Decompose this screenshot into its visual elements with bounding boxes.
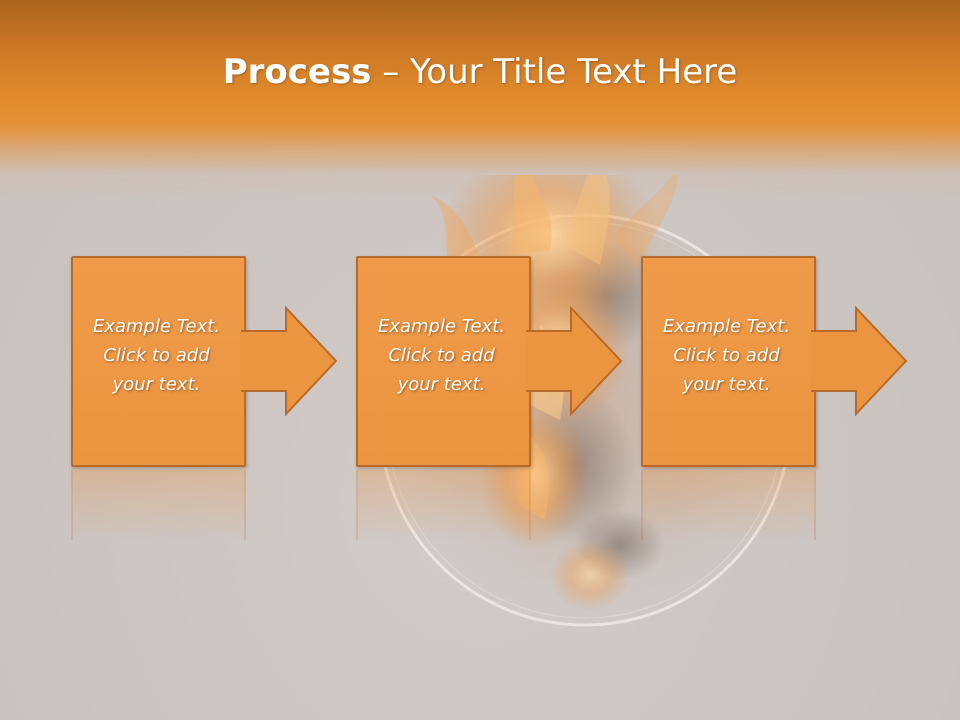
reflection-box — [71, 470, 246, 540]
right-arrow-icon — [240, 306, 338, 416]
step-text-line-2: Click to add — [388, 345, 495, 366]
process-step-1[interactable]: Example Text. Click to add your text. — [71, 256, 246, 467]
step-box — [641, 256, 816, 467]
step-text-line-3: your text. — [112, 374, 201, 395]
step-reflection — [356, 470, 531, 540]
step-text-line-1: Example Text. — [377, 316, 506, 337]
right-arrow-icon — [810, 306, 908, 416]
step-text[interactable]: Example Text. Click to add your text. — [356, 312, 527, 399]
step-text[interactable]: Example Text. Click to add your text. — [71, 312, 242, 399]
step-text[interactable]: Example Text. Click to add your text. — [641, 312, 812, 399]
step-text-line-3: your text. — [682, 374, 771, 395]
reflection-box — [641, 470, 816, 540]
step-box — [356, 256, 531, 467]
step-text-line-3: your text. — [397, 374, 486, 395]
title-bold-word: Process — [222, 52, 372, 92]
step-text-line-2: Click to add — [673, 345, 780, 366]
process-step-3[interactable]: Example Text. Click to add your text. — [641, 256, 816, 467]
step-reflection — [641, 470, 816, 540]
step-text-line-1: Example Text. — [662, 316, 791, 337]
step-reflection — [71, 470, 246, 540]
step-text-line-2: Click to add — [103, 345, 210, 366]
title-rest-text: – Your Title Text Here — [371, 52, 738, 92]
right-arrow-icon — [525, 306, 623, 416]
step-text-line-1: Example Text. — [92, 316, 221, 337]
header-band — [0, 0, 960, 200]
slide-title[interactable]: Process – Your Title Text Here — [0, 52, 960, 92]
reflection-box — [356, 470, 531, 540]
step-box — [71, 256, 246, 467]
process-step-2[interactable]: Example Text. Click to add your text. — [356, 256, 531, 467]
